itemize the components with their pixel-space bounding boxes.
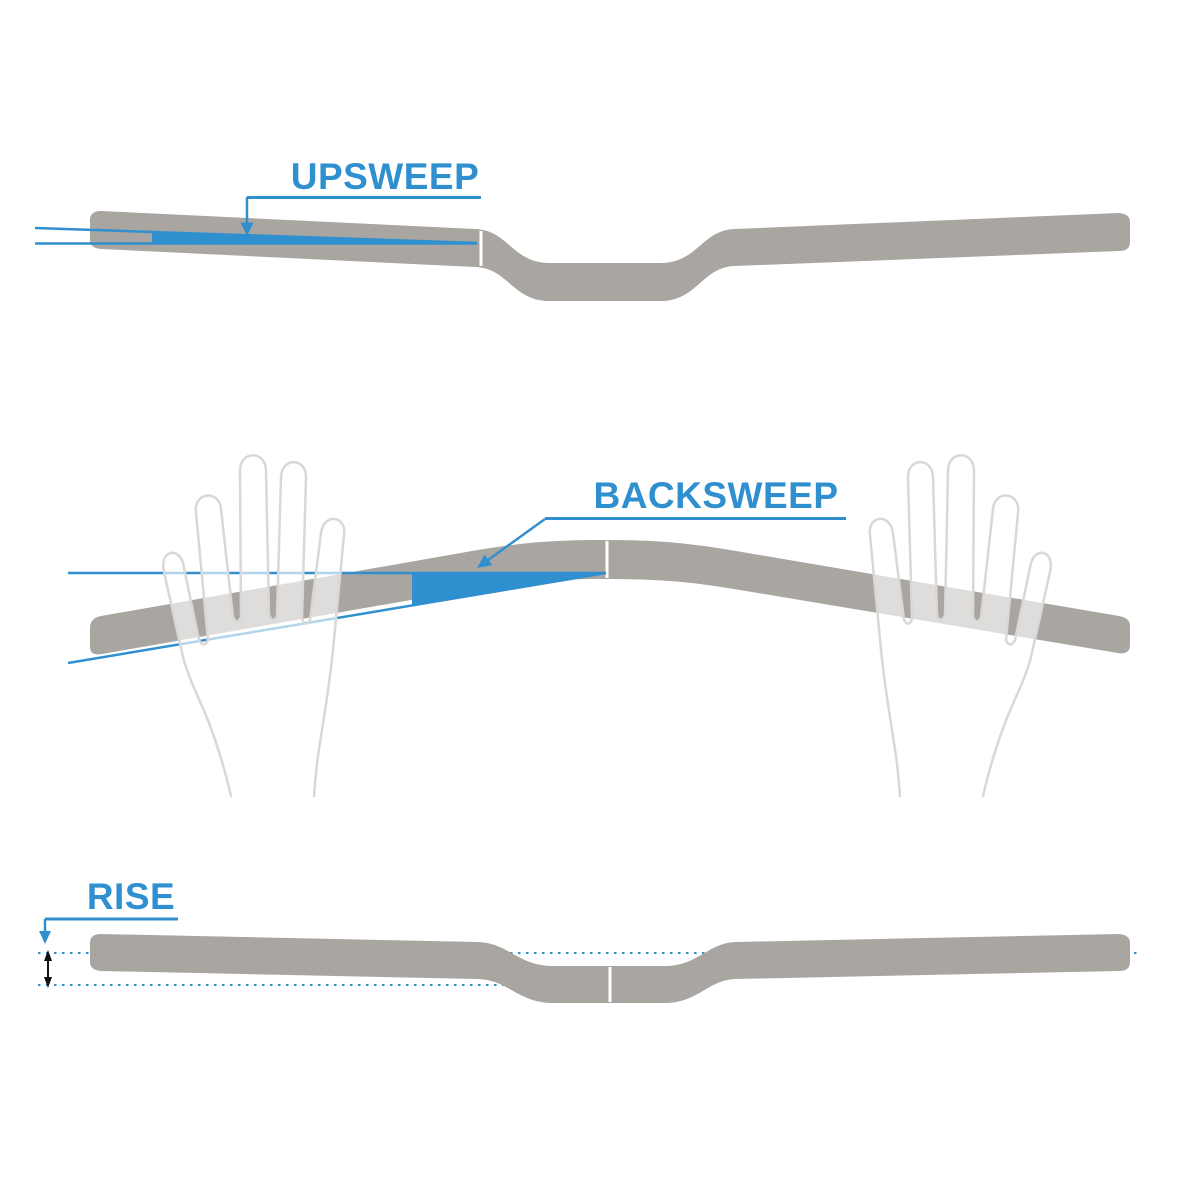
rise-measure-arrowhead-down-icon (44, 977, 52, 988)
upsweep-handlebar (90, 211, 1130, 301)
rise-measure-arrowhead-up-icon (44, 950, 52, 961)
upsweep-arrowhead-icon (240, 222, 254, 236)
left-hand-fill (163, 455, 345, 796)
upsweep-figure: UPSWEEP (34, 156, 1130, 301)
rise-arrowhead-icon (39, 931, 51, 944)
upsweep-label: UPSWEEP (291, 156, 480, 197)
backsweep-arrowhead-icon (477, 554, 493, 568)
backsweep-figure: BACKSWEEP (67, 454, 1130, 798)
backsweep-label: BACKSWEEP (593, 475, 838, 516)
rise-label: RISE (87, 876, 175, 917)
left-hand (161, 454, 346, 798)
upsweep-axis-line (34, 226, 478, 245)
upsweep-angle-wedge (152, 232, 477, 244)
rise-figure: RISE (38, 876, 1140, 1003)
backsweep-angle-wedge (412, 573, 606, 606)
backsweep-arrow-line (487, 517, 546, 562)
left-hand-outline (161, 454, 346, 798)
right-hand (868, 454, 1053, 798)
